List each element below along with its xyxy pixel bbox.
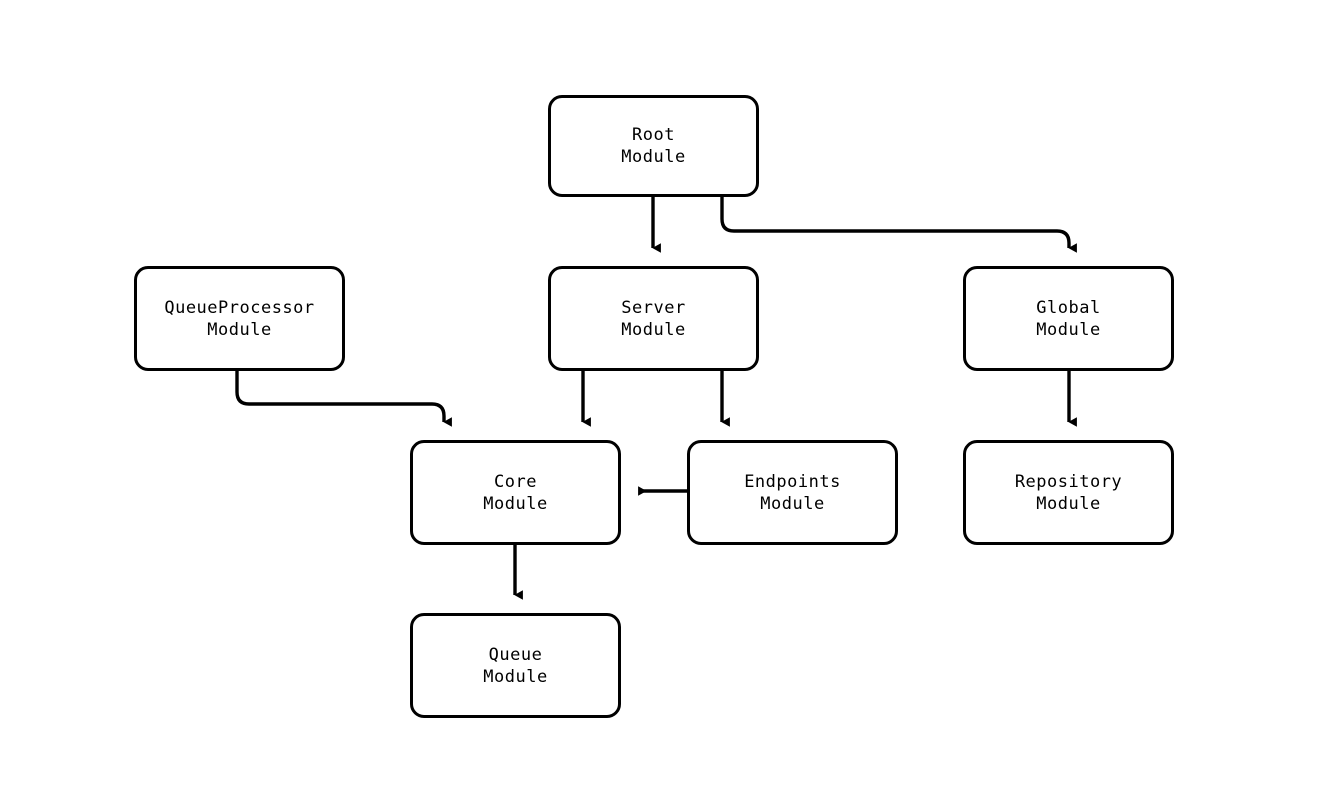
node-label-line2: Module [207,319,272,340]
node-label-line1: Server [621,297,686,318]
node-label-line1: Endpoints [744,471,841,492]
node-core-module[interactable]: Core Module [410,440,621,545]
node-global-module[interactable]: Global Module [963,266,1174,371]
node-label-line2: Module [760,493,825,514]
node-label-line2: Module [621,147,686,167]
node-label-line2: Module [1036,493,1101,514]
node-label-line1: Global [1036,297,1101,318]
node-root-module[interactable]: Root Module [548,95,759,197]
node-queue-module[interactable]: Queue Module [410,613,621,718]
edge-queueprocessor-core [235,371,452,427]
node-endpoints-module[interactable]: Endpoints Module [687,440,898,545]
node-label-line1: QueueProcessor [164,297,315,318]
node-label-line1: Repository [1014,471,1123,492]
node-label-line1: Queue [488,644,543,665]
node-label-line1: Root [632,125,675,145]
node-queueprocessor-module[interactable]: QueueProcessor Module [134,266,345,371]
node-label-line2: Module [483,666,548,687]
node-server-module[interactable]: Server Module [548,266,759,371]
node-label-line1: Core [494,471,537,492]
edge-root-global [720,197,1077,253]
node-label-line2: Module [483,493,548,514]
node-repository-module[interactable]: Repository Module [963,440,1174,545]
node-label-line2: Module [621,319,686,340]
node-label-line2: Module [1036,319,1101,340]
